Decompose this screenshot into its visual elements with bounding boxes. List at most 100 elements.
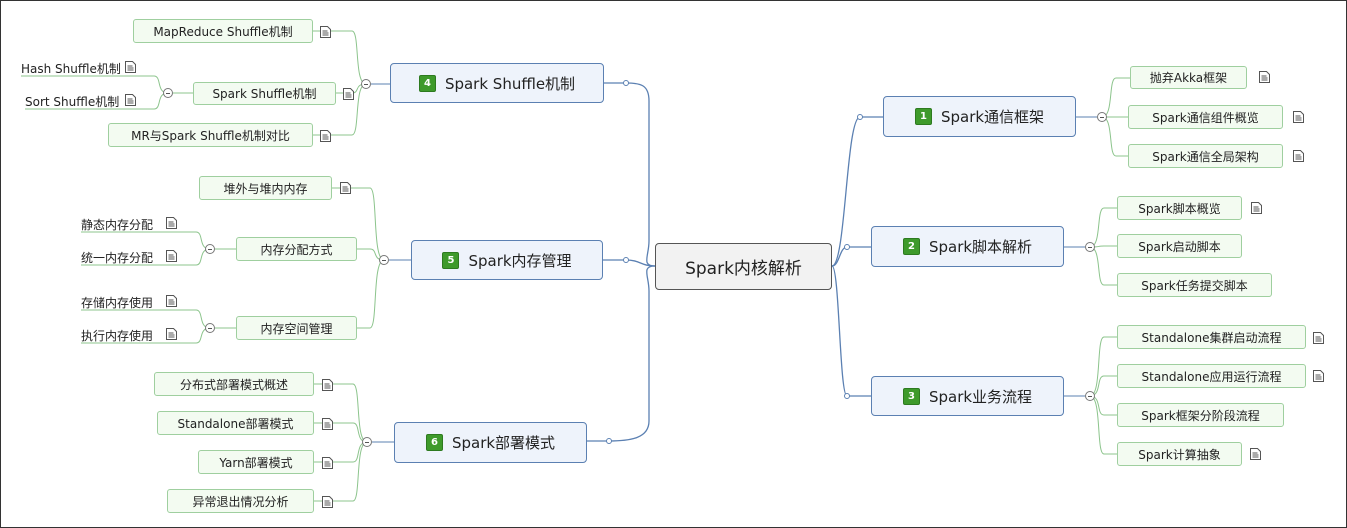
connector-line xyxy=(1089,246,1117,286)
note-icon[interactable] xyxy=(165,294,178,308)
collapse-icon[interactable] xyxy=(361,79,371,89)
leaf-2-3[interactable]: Spark任务提交脚本 xyxy=(1117,273,1272,297)
leaf-6-1[interactable]: 分布式部署模式概述 xyxy=(154,372,314,396)
leaf-1-3[interactable]: Spark通信全局架构 xyxy=(1128,144,1283,168)
collapse-icon[interactable] xyxy=(1097,112,1107,122)
leaf-2-1[interactable]: Spark脚本概览 xyxy=(1117,196,1242,220)
subleaf-storage-mem[interactable]: 存储内存使用 xyxy=(81,293,166,311)
connector-line xyxy=(81,231,211,250)
number-6-icon: 6 xyxy=(425,434,443,451)
connector-line xyxy=(831,265,848,397)
leaf-1-3-label: Spark通信全局架构 xyxy=(1152,149,1259,164)
root-topic[interactable]: Spark内核解析 xyxy=(655,243,832,290)
subleaf-hash-shuffle-label: Hash Shuffle机制 xyxy=(21,61,121,76)
leaf-3-3-label: Spark框架分阶段流程 xyxy=(1141,408,1260,423)
note-icon[interactable] xyxy=(165,327,178,341)
leaf-4-2-label: Spark Shuffle机制 xyxy=(212,87,317,101)
leaf-6-2[interactable]: Standalone部署模式 xyxy=(157,411,314,435)
subleaf-sort-shuffle[interactable]: Sort Shuffle机制 xyxy=(25,92,125,110)
note-icon[interactable] xyxy=(319,129,332,143)
note-icon[interactable] xyxy=(342,87,355,101)
note-icon[interactable] xyxy=(1312,331,1325,345)
subleaf-hash-shuffle[interactable]: Hash Shuffle机制 xyxy=(21,59,121,77)
leaf-3-2[interactable]: Standalone应用运行流程 xyxy=(1117,364,1306,388)
leaf-4-1-label: MapReduce Shuffle机制 xyxy=(153,24,293,39)
collapse-icon[interactable] xyxy=(205,323,215,333)
connector-dot xyxy=(623,257,629,263)
leaf-4-3-label: MR与Spark Shuffle机制对比 xyxy=(131,128,290,143)
number-4-icon: 4 xyxy=(418,74,436,92)
connector-line xyxy=(608,265,656,442)
note-icon[interactable] xyxy=(1250,201,1263,215)
leaf-3-1[interactable]: Standalone集群启动流程 xyxy=(1117,325,1306,349)
note-icon[interactable] xyxy=(321,495,334,509)
collapse-icon[interactable] xyxy=(362,437,372,447)
leaf-2-2[interactable]: Spark启动脚本 xyxy=(1117,234,1242,258)
collapse-icon[interactable] xyxy=(205,244,215,254)
subleaf-sort-shuffle-label: Sort Shuffle机制 xyxy=(25,94,120,109)
note-icon[interactable] xyxy=(1312,369,1325,383)
branch-topic-2[interactable]: 2 Spark脚本解析 xyxy=(871,226,1064,267)
connector-line xyxy=(1089,207,1117,248)
collapse-icon[interactable] xyxy=(1085,242,1095,252)
connector-line xyxy=(21,75,169,94)
subleaf-storage-mem-label: 存储内存使用 xyxy=(81,295,154,310)
note-icon[interactable] xyxy=(165,249,178,263)
branch-topic-5[interactable]: 5 Spark内存管理 xyxy=(411,240,603,280)
leaf-5-2[interactable]: 内存分配方式 xyxy=(236,237,357,261)
leaf-3-4-label: Spark计算抽象 xyxy=(1138,447,1221,462)
connector-line xyxy=(1101,77,1130,118)
leaf-6-4[interactable]: 异常退出情况分析 xyxy=(167,489,314,513)
leaf-5-1[interactable]: 堆外与堆内内存 xyxy=(199,176,332,200)
number-3-icon: 3 xyxy=(902,387,920,405)
subleaf-exec-mem[interactable]: 执行内存使用 xyxy=(81,326,166,344)
connector-line xyxy=(1089,395,1117,455)
note-icon[interactable] xyxy=(124,93,137,107)
branch-4-label: Spark Shuffle机制 xyxy=(444,74,576,93)
note-icon[interactable] xyxy=(321,378,334,392)
note-icon[interactable] xyxy=(124,60,137,74)
leaf-3-4[interactable]: Spark计算抽象 xyxy=(1117,442,1242,466)
branch-topic-3[interactable]: 3 Spark业务流程 xyxy=(871,376,1064,416)
note-icon[interactable] xyxy=(165,216,178,230)
branch-topic-1[interactable]: 1 Spark通信框架 xyxy=(883,96,1076,137)
leaf-3-1-label: Standalone集群启动流程 xyxy=(1141,330,1282,345)
leaf-1-1[interactable]: 抛弃Akka框架 xyxy=(1130,66,1247,89)
connector-dot xyxy=(857,114,863,120)
note-icon[interactable] xyxy=(1249,447,1262,461)
leaf-2-1-label: Spark脚本概览 xyxy=(1138,201,1221,216)
leaf-5-3[interactable]: 内存空间管理 xyxy=(236,316,357,340)
leaf-5-3-label: 内存空间管理 xyxy=(260,321,333,336)
leaf-6-3[interactable]: Yarn部署模式 xyxy=(198,450,314,474)
number-2-icon: 2 xyxy=(902,238,920,255)
subleaf-unified-alloc[interactable]: 统一内存分配 xyxy=(81,248,166,266)
connector-line xyxy=(357,259,385,329)
leaf-2-3-label: Spark任务提交脚本 xyxy=(1141,278,1248,293)
leaf-4-3[interactable]: MR与Spark Shuffle机制对比 xyxy=(108,123,313,147)
note-icon[interactable] xyxy=(321,417,334,431)
note-icon[interactable] xyxy=(319,25,332,39)
connector-line xyxy=(831,116,861,267)
leaf-3-3[interactable]: Spark框架分阶段流程 xyxy=(1117,403,1284,427)
subleaf-static-alloc[interactable]: 静态内存分配 xyxy=(81,215,166,233)
note-icon[interactable] xyxy=(1292,149,1305,163)
leaf-4-2[interactable]: Spark Shuffle机制 xyxy=(193,82,336,105)
leaf-1-2[interactable]: Spark通信组件概览 xyxy=(1128,105,1283,129)
leaf-1-2-label: Spark通信组件概览 xyxy=(1152,110,1259,125)
note-icon[interactable] xyxy=(339,181,352,195)
branch-6-label: Spark部署模式 xyxy=(451,434,556,452)
note-icon[interactable] xyxy=(1258,70,1271,84)
collapse-icon[interactable] xyxy=(163,88,173,98)
collapse-icon[interactable] xyxy=(379,255,389,265)
note-icon[interactable] xyxy=(1292,110,1305,124)
branch-topic-6[interactable]: 6 Spark部署模式 xyxy=(394,422,587,463)
leaf-6-4-label: 异常退出情况分析 xyxy=(192,494,289,509)
branch-topic-4[interactable]: 4 Spark Shuffle机制 xyxy=(390,63,604,103)
note-icon[interactable] xyxy=(321,456,334,470)
subleaf-unified-alloc-label: 统一内存分配 xyxy=(81,250,154,265)
collapse-icon[interactable] xyxy=(1085,391,1095,401)
leaf-4-1[interactable]: MapReduce Shuffle机制 xyxy=(133,19,313,43)
branch-1-label: Spark通信框架 xyxy=(940,108,1045,126)
